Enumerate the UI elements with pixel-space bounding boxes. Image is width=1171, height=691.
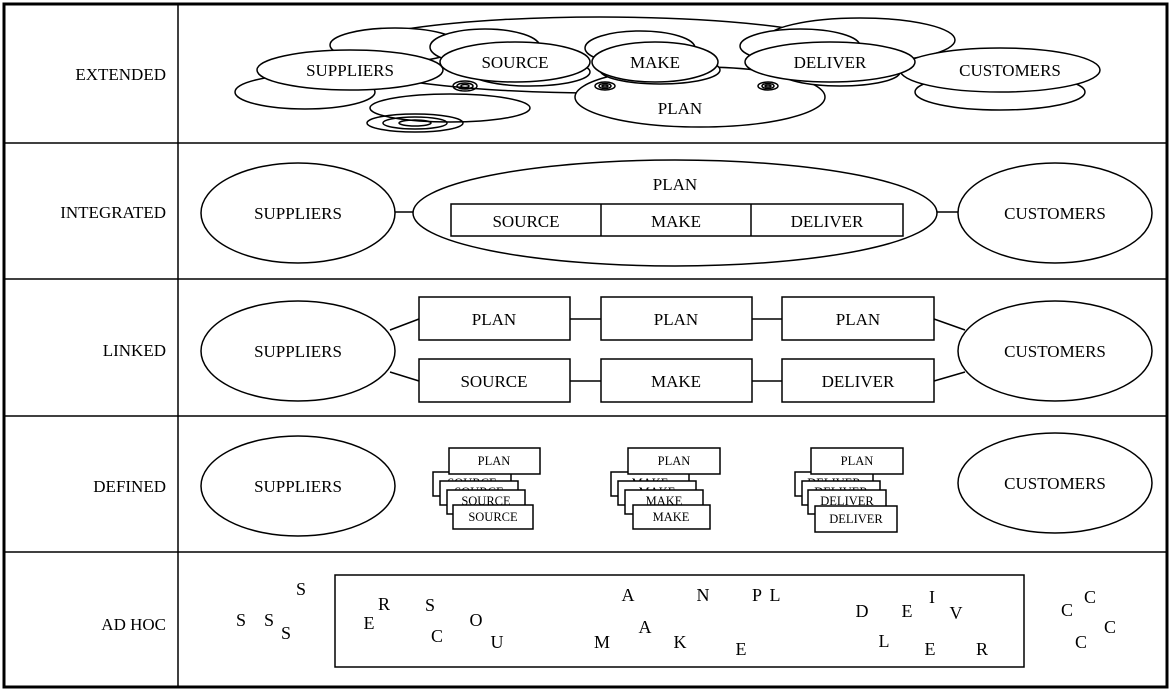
defined-plan-text: PLAN [658, 454, 691, 468]
defined-deliver-stack: DELIVER DELIVER DELIVER DELIVER PLAN [794, 447, 904, 533]
adhoc-letter: E [364, 613, 375, 633]
integrated-suppliers-ellipse [200, 162, 396, 264]
adhoc-letter: E [736, 639, 747, 659]
adhoc-letter: S [236, 610, 246, 630]
adhoc-letter: C [431, 626, 443, 646]
integrated-row: SUPPLIERS PLAN SOURCE MAKE DELIVER CUSTO… [200, 159, 1153, 267]
adhoc-letter: E [925, 639, 936, 659]
linked-plan-box [418, 296, 571, 341]
adhoc-letter: A [622, 585, 635, 605]
linked-plan-box [781, 296, 935, 341]
extended-customers-text: CUSTOMERS [959, 61, 1061, 80]
extended-plan-text: PLAN [658, 99, 702, 118]
adhoc-letter: K [674, 632, 687, 652]
linked-plan-text: PLAN [472, 310, 516, 329]
linked-suppliers-text: SUPPLIERS [254, 342, 342, 361]
adhoc-letter: C [1075, 632, 1087, 652]
linked-customers-ellipse [957, 300, 1153, 402]
defined-customers-text: CUSTOMERS [1004, 474, 1106, 493]
adhoc-letter: C [1104, 617, 1116, 637]
swirl-connectors [366, 80, 779, 133]
suppliers-cloud [234, 27, 461, 110]
integrated-process-bar [450, 203, 904, 237]
defined-row: SUPPLIERS CUSTOMERS SOURCE SOURCE SOURCE… [200, 432, 1153, 537]
linked-plan-box [600, 296, 753, 341]
defined-source-text: SOURCE [468, 510, 518, 524]
extended-source-text: SOURCE [481, 53, 548, 72]
integrated-suppliers-text: SUPPLIERS [254, 204, 342, 223]
linked-source-text: SOURCE [460, 372, 527, 391]
linked-plan-text: PLAN [836, 310, 880, 329]
integrated-customers-ellipse [957, 162, 1153, 264]
integrated-deliver-text: DELIVER [791, 212, 864, 231]
extended-row: SUPPLIERS SOURCE MAKE DELIVER CUSTOMERS … [234, 16, 1101, 133]
extended-make-text: MAKE [630, 53, 680, 72]
defined-deliver-text: DELIVER [820, 494, 874, 508]
make-cloud [584, 30, 721, 85]
adhoc-letter: O [470, 610, 483, 630]
defined-make-text: MAKE [653, 510, 690, 524]
adhoc-letter: E [902, 601, 913, 621]
adhoc-letter: R [378, 594, 390, 614]
adhoc-letter: M [594, 632, 610, 652]
adhoc-letter: U [491, 632, 504, 652]
adhoc-letter: R [976, 639, 988, 659]
linked-deliver-text: DELIVER [822, 372, 895, 391]
level-label-adhoc: AD HOC [101, 615, 166, 634]
linked-customers-text: CUSTOMERS [1004, 342, 1106, 361]
adhoc-letter: V [950, 603, 963, 623]
extended-deliver-text: DELIVER [794, 53, 867, 72]
integrated-customers-text: CUSTOMERS [1004, 204, 1106, 223]
adhoc-letter: L [770, 585, 781, 605]
defined-customers-ellipse [957, 432, 1153, 534]
integrated-make-text: MAKE [651, 212, 701, 231]
extended-suppliers-text: SUPPLIERS [306, 61, 394, 80]
linked-row: SUPPLIERS PLAN PLAN PLAN SOURCE MAKE DEL… [200, 296, 1153, 403]
defined-plan-text: PLAN [478, 454, 511, 468]
adhoc-letter: P [752, 585, 762, 605]
level-label-extended: EXTENDED [75, 65, 166, 84]
linked-deliver-box [781, 358, 935, 403]
adhoc-letter: L [879, 631, 890, 651]
adhoc-letter: N [697, 585, 710, 605]
adhoc-letter: A [639, 617, 652, 637]
adhoc-letter: S [264, 610, 274, 630]
linked-make-box [600, 358, 753, 403]
adhoc-process-box [334, 574, 1025, 668]
linked-source-box [418, 358, 571, 403]
defined-plan-text: PLAN [841, 454, 874, 468]
adhoc-letter: C [1084, 587, 1096, 607]
defined-suppliers-text: SUPPLIERS [254, 477, 342, 496]
defined-deliver-text: DELIVER [829, 512, 883, 526]
adhoc-letter: D [856, 601, 869, 621]
adhoc-row: S S S S E R S C O U A N P L M A K E D E … [236, 574, 1116, 668]
integrated-source-text: SOURCE [492, 212, 559, 231]
defined-make-stack: MAKE MAKE MAKE MAKE PLAN [610, 447, 721, 530]
adhoc-letter: S [281, 623, 291, 643]
source-cloud [429, 28, 591, 87]
deliver-cloud [739, 28, 916, 87]
adhoc-letter: S [425, 595, 435, 615]
defined-source-stack: SOURCE SOURCE SOURCE SOURCE PLAN [432, 447, 541, 530]
adhoc-letter: S [296, 579, 306, 599]
adhoc-letter: I [929, 587, 935, 607]
integrated-plan-text: PLAN [653, 175, 697, 194]
linked-make-text: MAKE [651, 372, 701, 391]
adhoc-letter: C [1061, 600, 1073, 620]
linked-plan-text: PLAN [654, 310, 698, 329]
defined-suppliers-ellipse [200, 435, 396, 537]
level-label-linked: LINKED [103, 341, 166, 360]
level-label-defined: DEFINED [93, 477, 166, 496]
level-label-integrated: INTEGRATED [60, 203, 166, 222]
linked-suppliers-ellipse [200, 300, 396, 402]
